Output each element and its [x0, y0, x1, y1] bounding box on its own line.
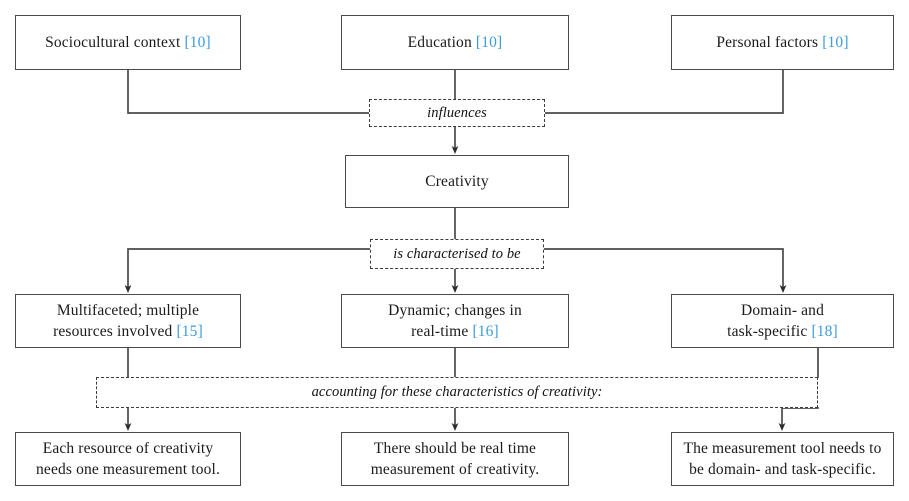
wire-characterised-to-domain — [543, 248, 787, 294]
connector-accounting-for-characteristics-label: accounting for these characteristics of … — [311, 384, 603, 400]
wire-accounting-to-tool3 — [778, 407, 819, 432]
node-education-label: Education [10] — [407, 33, 503, 51]
wire-personal-to-influences — [544, 69, 784, 114]
connector-influences: influences — [369, 99, 545, 127]
connector-is-characterised-to-be: is characterised to be — [370, 239, 544, 269]
node-creativity-label: Creativity — [425, 172, 489, 190]
connector-accounting-for-characteristics: accounting for these characteristics of … — [96, 377, 818, 408]
wire-characterised-to-multifaceted — [124, 248, 371, 294]
wire-sociocultural-to-influences — [127, 69, 370, 114]
node-creativity[interactable]: Creativity — [345, 155, 569, 208]
node-personal-factors[interactable]: Personal factors [10] — [671, 15, 894, 70]
node-sociocultural-context-label: Sociocultural context [10] — [45, 33, 211, 51]
connector-influences-label: influences — [427, 104, 487, 121]
node-personal-factors-label: Personal factors [10] — [716, 33, 849, 51]
node-sociocultural-context[interactable]: Sociocultural context [10] — [15, 15, 241, 70]
node-education[interactable]: Education [10] — [341, 15, 569, 70]
connector-is-characterised-to-be-label: is characterised to be — [393, 245, 521, 262]
